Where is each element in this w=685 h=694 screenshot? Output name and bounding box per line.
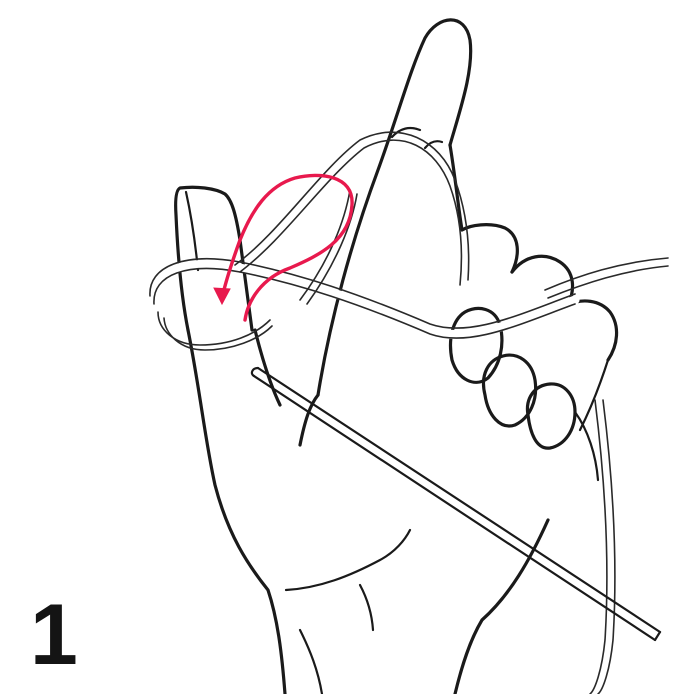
hand xyxy=(188,330,548,694)
step-number: 1 xyxy=(30,592,78,678)
knitting-needle xyxy=(252,368,660,640)
yarn-loops xyxy=(150,132,668,694)
index-finger xyxy=(300,20,471,445)
